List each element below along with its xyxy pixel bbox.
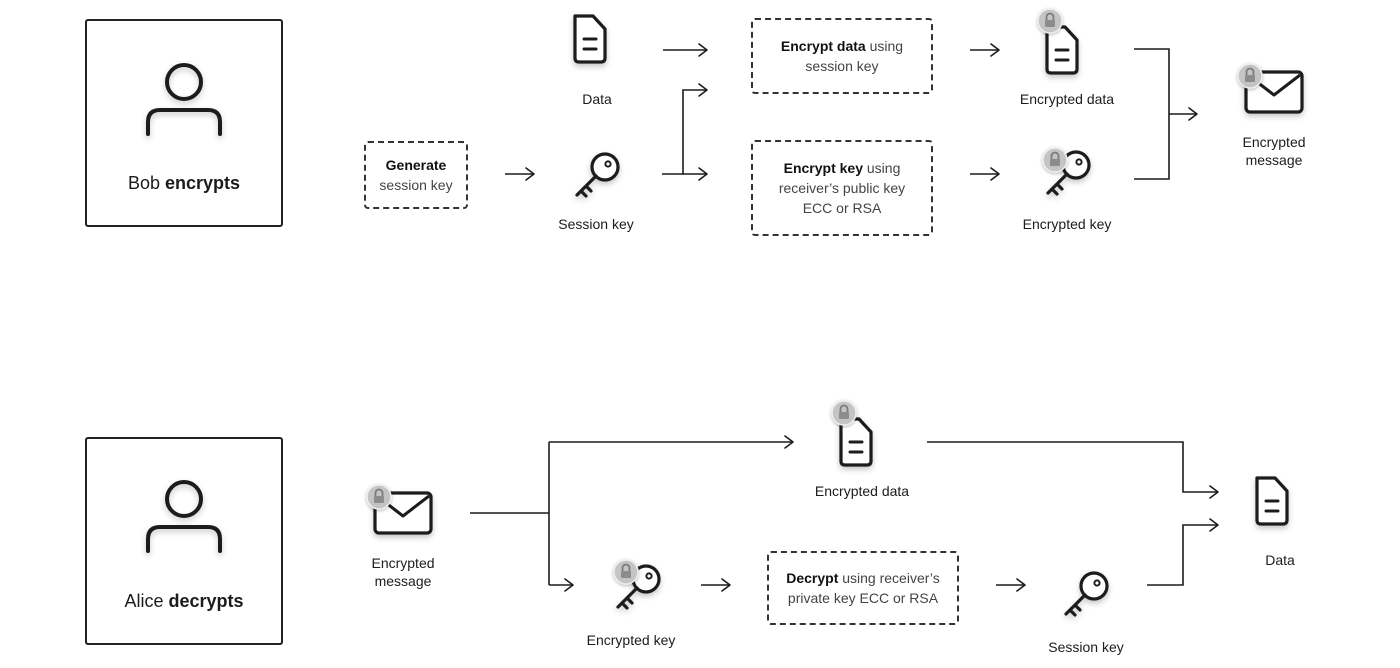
alice-encrypted-data-label: Encrypted data bbox=[814, 483, 910, 499]
encrypted-key-label: Encrypted key bbox=[1022, 216, 1112, 232]
alice-data-label: Data bbox=[1265, 552, 1295, 568]
data-label: Data bbox=[582, 91, 612, 107]
decrypt-rest2: private key ECC or RSA bbox=[787, 590, 939, 606]
alice-encrypted-message-line1: Encrypted bbox=[371, 555, 435, 571]
encrypt-key-rest2: receiver’s public key bbox=[778, 180, 906, 196]
alice-action: decrypts bbox=[168, 591, 244, 611]
document-icon bbox=[573, 14, 607, 64]
encrypt-key-strong: Encrypt key bbox=[783, 160, 863, 176]
key-icon bbox=[575, 152, 620, 198]
encrypt-key-rest3: ECC or RSA bbox=[802, 200, 882, 216]
generate-strong: Generate bbox=[385, 157, 447, 173]
encrypted-data-label: Encrypted data bbox=[1019, 91, 1115, 107]
document-icon bbox=[839, 417, 873, 467]
bob-name: Bob bbox=[127, 173, 160, 193]
bob-action: encrypts bbox=[165, 173, 241, 193]
alice-connectors bbox=[470, 435, 1219, 592]
alice-session-key-label: Session key bbox=[1048, 639, 1124, 655]
document-icon bbox=[1255, 476, 1289, 526]
encrypt-data-box: Encrypt data using session key bbox=[751, 18, 933, 94]
encrypted-message-line2: message bbox=[1245, 152, 1303, 168]
document-icon bbox=[1045, 25, 1079, 75]
lock-badge-icon bbox=[1042, 147, 1068, 173]
lock-badge-icon bbox=[366, 484, 392, 510]
decrypt-box: Decrypt using receiver’s private key ECC … bbox=[767, 551, 959, 625]
encrypted-message-label: Encrypted message bbox=[1242, 133, 1305, 169]
decrypt-rest1: using receiver’s bbox=[838, 570, 940, 586]
bob-connectors bbox=[505, 43, 1198, 181]
lock-badge-icon bbox=[1237, 63, 1263, 89]
generate-rest: session key bbox=[379, 177, 453, 193]
session-key-label: Session key bbox=[558, 216, 634, 232]
lock-badge-icon bbox=[1037, 8, 1063, 34]
decrypt-strong: Decrypt bbox=[786, 570, 839, 586]
encrypt-key-rest1: using bbox=[863, 160, 901, 176]
alice-encrypted-message-line2: message bbox=[374, 573, 432, 589]
encrypt-data-strong: Encrypt data bbox=[780, 38, 866, 54]
lock-badge-icon bbox=[831, 400, 857, 426]
key-icon bbox=[1064, 571, 1109, 617]
lock-badge-icon bbox=[613, 559, 639, 585]
bob-label: Bob encrypts bbox=[87, 173, 281, 194]
alice-label: Alice decrypts bbox=[87, 591, 281, 612]
encrypt-data-rest2: session key bbox=[805, 58, 879, 74]
alice-encrypted-message-label: Encrypted message bbox=[371, 554, 434, 590]
encrypted-message-line1: Encrypted bbox=[1242, 134, 1306, 150]
alice-card: Alice decrypts bbox=[85, 437, 283, 645]
generate-session-key-box: Generate session key bbox=[364, 141, 468, 209]
bob-card: Bob encrypts bbox=[85, 19, 283, 227]
alice-encrypted-key-label: Encrypted key bbox=[586, 632, 676, 648]
alice-name: Alice bbox=[124, 591, 164, 611]
encrypt-data-rest1: using bbox=[865, 38, 904, 54]
